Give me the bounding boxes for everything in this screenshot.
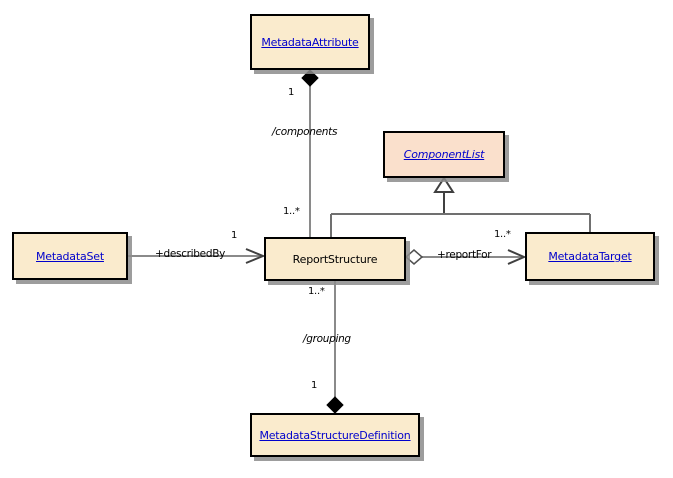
edge-grouping (326, 281, 344, 414)
class-name-label: MetadataAttribute (261, 35, 359, 49)
multiplicity-components-source: 1 (288, 87, 295, 98)
edge-report-for (404, 249, 527, 265)
class-name-label: MetadataStructureDefinition (259, 428, 411, 442)
edge-described-by (128, 248, 266, 264)
edge-components (301, 69, 319, 237)
class-name-label: ComponentList (403, 148, 485, 161)
class-metadata-target[interactable]: MetadataTarget (525, 232, 655, 281)
class-report-structure[interactable]: ReportStructure (264, 237, 406, 281)
multiplicity-grouping-source: 1 (311, 380, 318, 391)
role-label-report-for: +reportFor (437, 249, 492, 261)
multiplicity-report-for: 1..* (494, 229, 511, 240)
class-metadata-attribute[interactable]: MetadataAttribute (250, 14, 370, 70)
class-name-label: ReportStructure (292, 252, 378, 266)
class-component-list[interactable]: ComponentList (383, 131, 505, 178)
class-metadata-structure-definition[interactable]: MetadataStructureDefinition (250, 413, 420, 457)
multiplicity-described-by: 1 (231, 230, 238, 241)
role-label-described-by: +describedBy (155, 248, 226, 260)
class-name-label: MetadataSet (36, 249, 104, 263)
multiplicity-grouping-target: 1..* (308, 286, 325, 297)
edge-generalization-tree (330, 176, 591, 237)
class-name-label: MetadataTarget (548, 250, 632, 263)
role-label-grouping: /grouping (303, 333, 351, 345)
class-metadata-set[interactable]: MetadataSet (12, 232, 128, 280)
multiplicity-components-target: 1..* (283, 206, 300, 217)
role-label-components: /components (272, 126, 338, 138)
